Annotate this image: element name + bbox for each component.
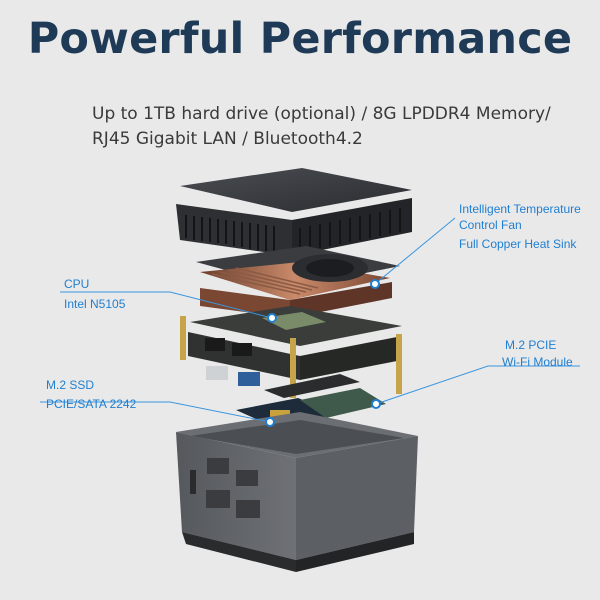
fan-label-line-1: Intelligent Temperature [459,202,581,216]
hdmi-port [205,338,225,351]
ssd-label-line-2: PCIE/SATA 2242 [46,397,137,411]
ssd-label-line-1: M.2 SSD [46,378,95,392]
hdmi-port [232,343,252,356]
fan-label-line-2: Control Fan [459,218,522,232]
cpu-label: CPU [64,277,90,291]
wifi-label-line-2: Wi-Fi Module [502,355,573,369]
standoff [396,334,402,394]
wifi-label-line-1: M.2 PCIE [505,338,557,352]
top-lid [176,168,412,256]
cpu-model-label: Intel N5105 [64,297,126,311]
page-title: Powerful Performance [27,14,573,64]
subtitle-line-2: RJ45 Gigabit LAN / Bluetooth4.2 [92,129,363,149]
copper-heatsink-fan [196,246,400,318]
standoff [290,338,296,398]
wifi-module [300,388,386,418]
motherboard [180,306,402,398]
usb-port [238,372,260,386]
heatsink-label: Full Copper Heat Sink [459,237,577,251]
fan-callout: Intelligent Temperature Control Fan [459,201,581,233]
subtitle-line-1: Up to 1TB hard drive (optional) / 8G LPD… [92,104,551,124]
standoff [180,316,186,360]
callout-dots [265,279,381,427]
rj45-port [206,366,228,380]
feature-subtitle: Up to 1TB hard drive (optional) / 8G LPD… [92,102,572,152]
cpu-chip [262,312,326,330]
callout-lines [40,217,580,423]
base-chassis [176,412,418,572]
